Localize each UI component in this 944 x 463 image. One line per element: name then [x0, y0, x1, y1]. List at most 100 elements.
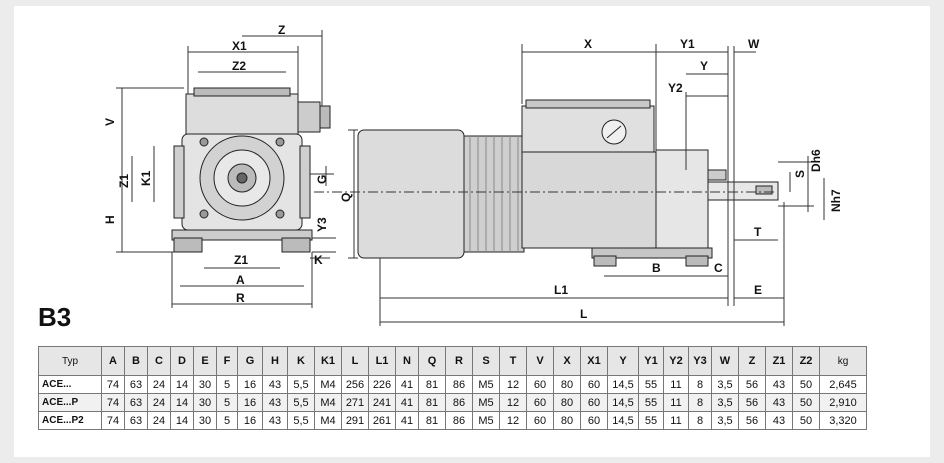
- dim-s: S: [793, 170, 807, 178]
- table-cell: 60: [580, 411, 608, 430]
- table-cell: 55: [638, 375, 664, 394]
- table-cell: 74: [101, 411, 125, 430]
- table-cell: 86: [445, 411, 473, 430]
- table-cell: 5: [216, 411, 238, 430]
- dim-l: L: [580, 307, 587, 321]
- table-cell: 14,5: [607, 375, 639, 394]
- table-cell: 2,645: [819, 375, 867, 394]
- col-header: S: [472, 346, 500, 376]
- table-cell: 81: [418, 375, 446, 394]
- table-cell: 5,5: [287, 411, 315, 430]
- table-header-row: Typ A B C D E F G H K K1 L L1 N Q R S T …: [38, 346, 867, 376]
- drawing-sheet: Z X1 Z2 V H Z1 K1 G Y3 K Z1 A R X Y1 W Y…: [14, 6, 930, 457]
- table-cell: 12: [499, 393, 527, 412]
- col-header: G: [237, 346, 263, 376]
- table-cell: 16: [237, 411, 263, 430]
- table-cell: 14: [170, 393, 194, 412]
- table-cell: 81: [418, 411, 446, 430]
- dim-b: B: [652, 261, 661, 275]
- col-header: T: [499, 346, 527, 376]
- dim-e: E: [754, 283, 762, 297]
- table-cell: 56: [738, 411, 766, 430]
- technical-drawing: Z X1 Z2 V H Z1 K1 G Y3 K Z1 A R X Y1 W Y…: [103, 23, 843, 326]
- col-header: W: [711, 346, 739, 376]
- table-cell: 43: [765, 411, 793, 430]
- table-cell: 11: [663, 375, 689, 394]
- table-cell: 11: [663, 411, 689, 430]
- table-cell: 74: [101, 393, 125, 412]
- table-cell: 80: [553, 411, 581, 430]
- table-cell: ACE...P: [38, 393, 102, 412]
- table-cell: 86: [445, 393, 473, 412]
- dim-dh6: Dh6: [809, 149, 823, 172]
- table-row: ACE...P2 74 63 24 14 30 5 16 43 5,5 M4 2…: [38, 411, 867, 430]
- table-cell: M5: [472, 375, 500, 394]
- col-header: L: [341, 346, 369, 376]
- dim-y: Y: [700, 59, 708, 73]
- table-cell: 261: [368, 411, 396, 430]
- col-header: H: [262, 346, 288, 376]
- front-view-motor: [171, 87, 331, 253]
- table-cell: 50: [792, 375, 820, 394]
- table-cell: 14,5: [607, 411, 639, 430]
- table-cell: 41: [395, 411, 419, 430]
- table-cell: 30: [193, 411, 217, 430]
- table-cell: 63: [124, 393, 148, 412]
- col-header: Typ: [38, 346, 102, 376]
- col-header: Y3: [688, 346, 712, 376]
- table-cell: 24: [147, 411, 171, 430]
- table-cell: 43: [262, 375, 288, 394]
- dim-g: G: [315, 175, 329, 184]
- table-row: ACE... 74 63 24 14 30 5 16 43 5,5 M4 256…: [38, 375, 867, 394]
- col-header: Y1: [638, 346, 664, 376]
- col-header: L1: [368, 346, 396, 376]
- col-header: kg: [819, 346, 867, 376]
- table-cell: 24: [147, 393, 171, 412]
- col-header: Z1: [765, 346, 793, 376]
- col-header: B: [124, 346, 148, 376]
- dim-r: R: [236, 291, 245, 305]
- dim-x: X: [584, 37, 592, 51]
- table-cell: 2,910: [819, 393, 867, 412]
- col-header: K1: [314, 346, 342, 376]
- dim-z: Z: [278, 23, 285, 37]
- table-cell: 5: [216, 393, 238, 412]
- table-cell: 8: [688, 375, 712, 394]
- dim-t: T: [754, 225, 762, 239]
- table-cell: 3,5: [711, 393, 739, 412]
- col-header: Z2: [792, 346, 820, 376]
- table-cell: M4: [314, 393, 342, 412]
- dimension-table: Typ A B C D E F G H K K1 L L1 N Q R S T …: [38, 346, 867, 430]
- col-header: F: [216, 346, 238, 376]
- section-title: B3: [38, 302, 72, 332]
- table-cell: 60: [526, 393, 554, 412]
- col-header: D: [170, 346, 194, 376]
- dim-z1-side: Z1: [117, 174, 131, 188]
- table-cell: 3,5: [711, 411, 739, 430]
- table-cell: 63: [124, 411, 148, 430]
- dim-l1: L1: [554, 283, 568, 297]
- table-cell: 226: [368, 375, 396, 394]
- col-header: K: [287, 346, 315, 376]
- table-cell: 16: [237, 375, 263, 394]
- table-cell: 43: [262, 411, 288, 430]
- table-cell: 24: [147, 375, 171, 394]
- table-cell: 5,5: [287, 393, 315, 412]
- table-cell: 50: [792, 411, 820, 430]
- dim-q: Q: [339, 193, 353, 202]
- table-cell: 86: [445, 375, 473, 394]
- col-header: N: [395, 346, 419, 376]
- table-cell: 12: [499, 375, 527, 394]
- col-header: R: [445, 346, 473, 376]
- table-cell: 60: [526, 375, 554, 394]
- table-cell: 3,320: [819, 411, 867, 430]
- table-cell: 43: [262, 393, 288, 412]
- table-cell: 43: [765, 375, 793, 394]
- dim-z2: Z2: [232, 59, 246, 73]
- table-cell: 14,5: [607, 393, 639, 412]
- table-cell: ACE...P2: [38, 411, 102, 430]
- dim-c: C: [714, 261, 723, 275]
- table-cell: ACE...: [38, 375, 102, 394]
- table-cell: 60: [580, 375, 608, 394]
- table-cell: 50: [792, 393, 820, 412]
